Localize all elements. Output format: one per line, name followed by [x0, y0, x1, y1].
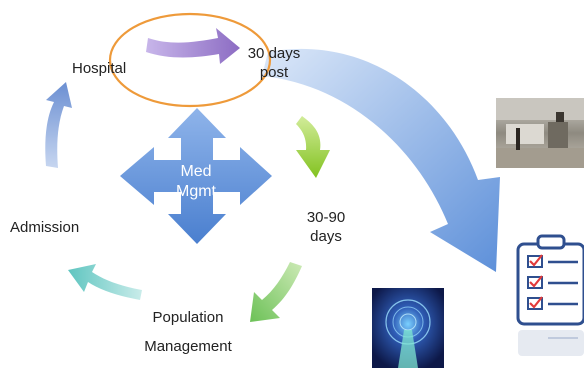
label-hospital: Hospital [72, 60, 127, 77]
arrow-population-to-admission [68, 264, 142, 300]
label-med-mgmt-line1: Med [180, 163, 212, 180]
arrow-admission-to-hospital [45, 82, 72, 168]
label-admission: Admission [10, 219, 80, 236]
highlight-ellipse [108, 12, 272, 108]
big-transition-arrow [262, 48, 500, 273]
label-med-mgmt-line2: Mgmt [176, 183, 216, 200]
fingerprint-tech-image [372, 288, 444, 368]
med-mgmt-shape [120, 108, 272, 244]
checklist-clipboard-icon [516, 234, 584, 356]
arrow-hospital-to-30days [146, 28, 240, 64]
label-population-line2: Management [144, 337, 232, 355]
label-30-days-post-line1: 30 days [247, 45, 301, 62]
label-30-90-days: 30-90 days [288, 209, 364, 247]
label-population-management: Population Management [128, 304, 248, 361]
label-med-mgmt: Med Mgmt [160, 162, 232, 202]
arrow-3090-to-population [250, 262, 302, 322]
label-30-90-line1: 30-90 [306, 209, 346, 226]
label-population-line1: Population [152, 309, 224, 326]
label-30-days-post-line2: post [259, 63, 289, 81]
label-30-90-line2: days [310, 227, 342, 245]
pharmacy-photo [496, 98, 584, 168]
arrow-30days-to-3090 [296, 116, 330, 178]
label-30-days-post: 30 days post [236, 45, 312, 83]
